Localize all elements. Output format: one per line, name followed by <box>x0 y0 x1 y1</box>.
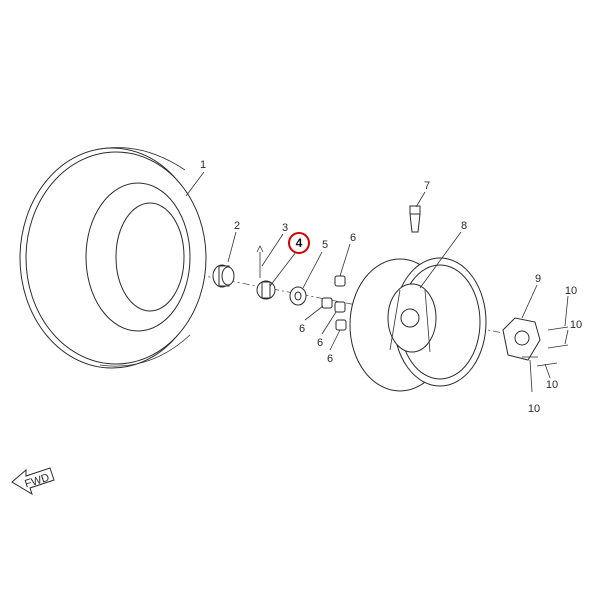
leader-lines <box>185 171 569 393</box>
callout-10b: 10 <box>570 319 582 331</box>
fwd-label: FWD <box>23 472 51 491</box>
callout-7: 7 <box>424 180 430 192</box>
callout-6b: 6 <box>299 323 305 335</box>
tire-part[interactable] <box>19 147 207 369</box>
callout-2: 2 <box>234 220 240 232</box>
callout-3: 3 <box>282 222 288 234</box>
callout-4: 4 <box>296 236 303 250</box>
callout-10d: 10 <box>528 403 540 415</box>
cotter-pin-part[interactable] <box>256 245 264 278</box>
valve-stem-part[interactable] <box>409 205 421 233</box>
forward-direction-arrow: FWD <box>11 467 55 496</box>
callout-10c: 10 <box>546 379 558 391</box>
callout-6c: 6 <box>317 337 323 349</box>
hub-cap-part[interactable] <box>212 264 235 288</box>
callout-4-highlight-ring <box>288 232 310 254</box>
rim-part[interactable] <box>349 257 487 392</box>
wheel-nut-parts[interactable] <box>321 275 347 331</box>
callout-6a: 6 <box>350 232 356 244</box>
callout-6d: 6 <box>327 353 333 365</box>
washer-part[interactable] <box>289 286 307 306</box>
callout-9: 9 <box>535 273 541 285</box>
hub-part[interactable] <box>502 317 541 361</box>
castle-nut-part[interactable] <box>256 280 276 300</box>
callout-10a: 10 <box>565 285 577 297</box>
wheel-stud-parts[interactable] <box>522 326 569 367</box>
callout-5: 5 <box>322 239 328 251</box>
callout-1: 1 <box>200 159 206 171</box>
callout-8: 8 <box>461 220 467 232</box>
